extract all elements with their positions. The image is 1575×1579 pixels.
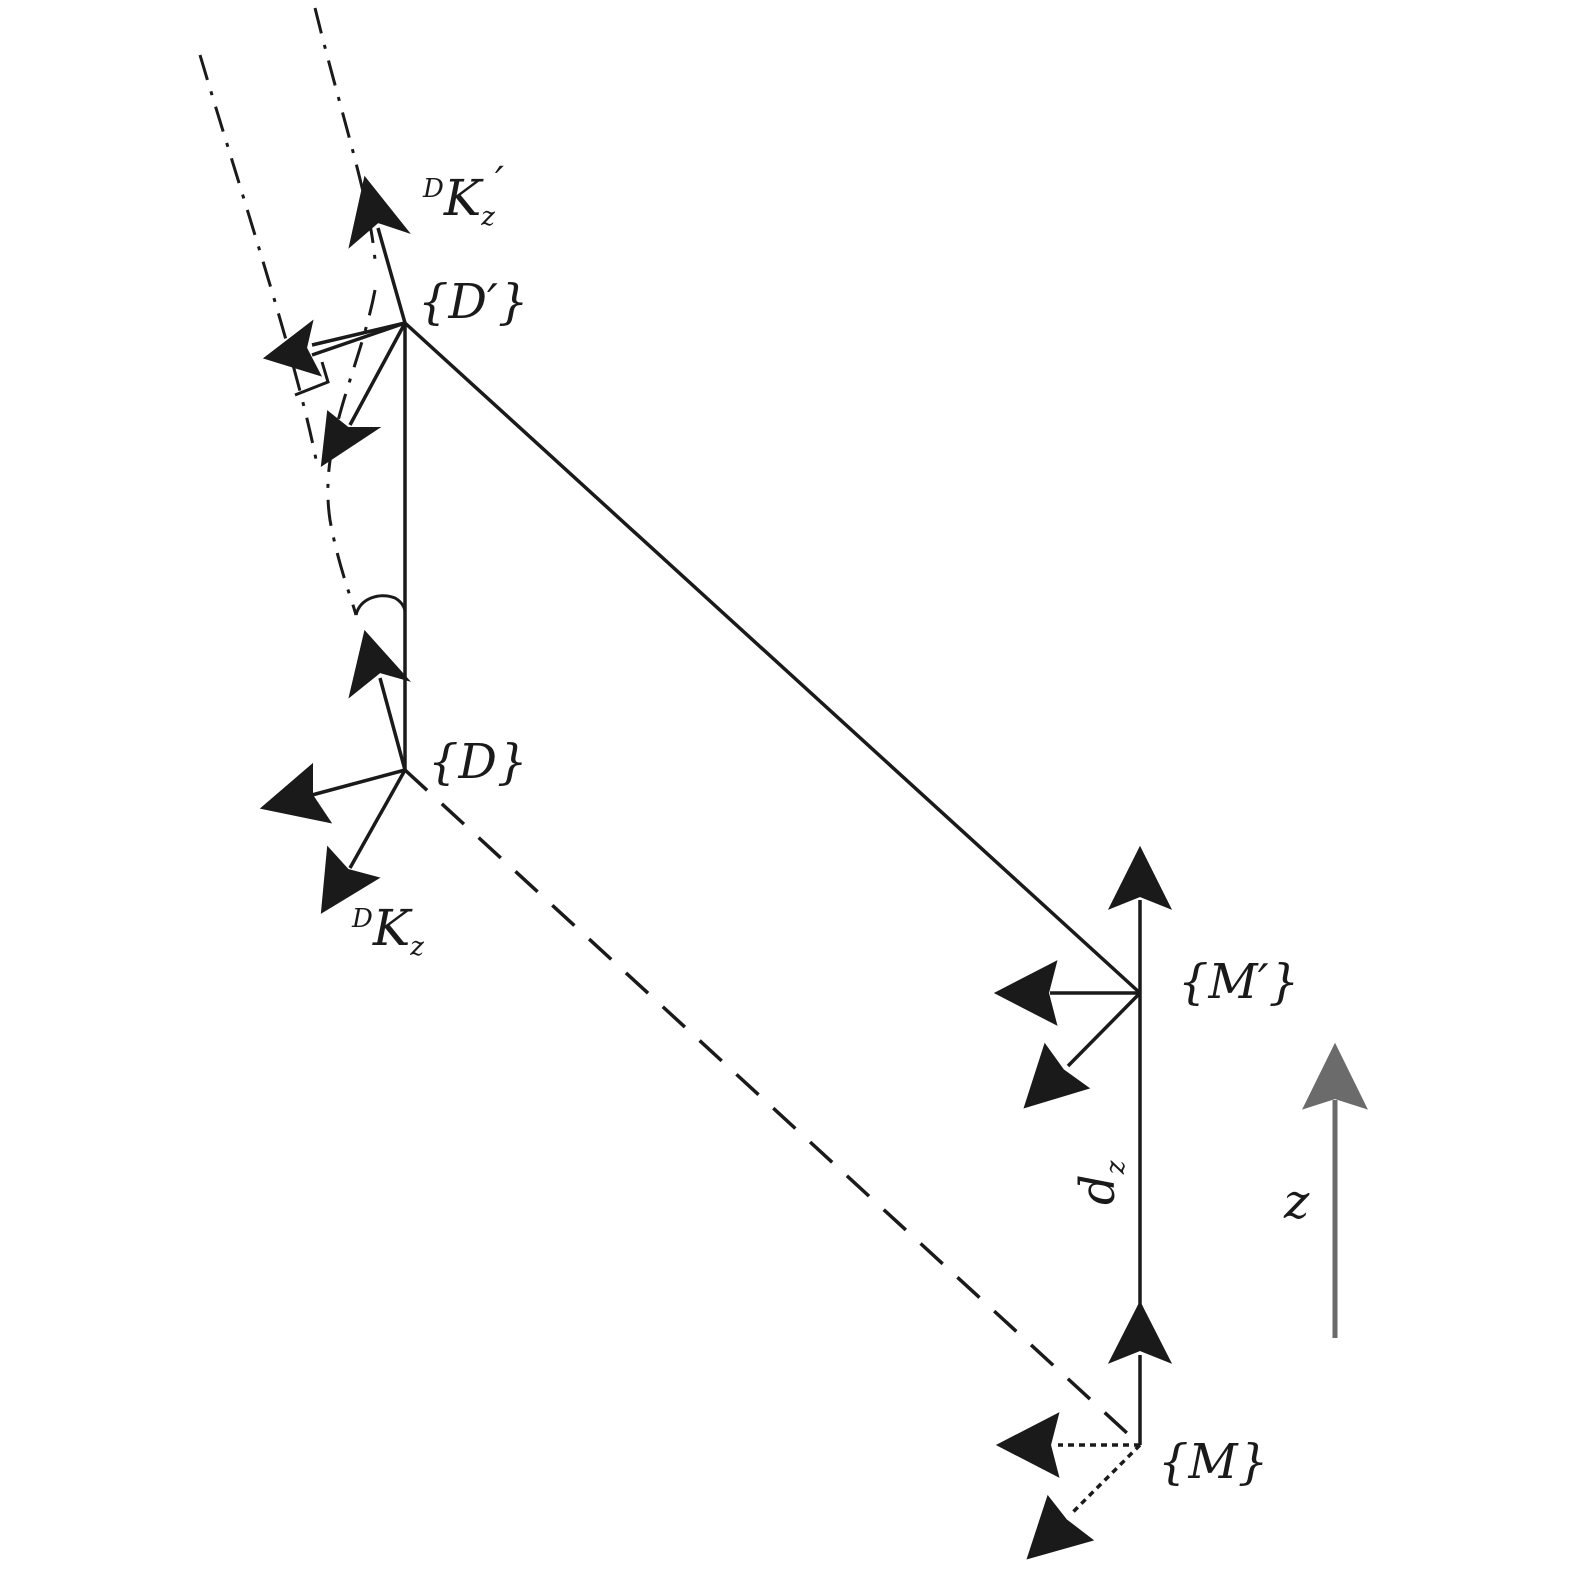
frame-d-label: {D} — [428, 734, 528, 790]
d-y-axis-shaft — [348, 769, 407, 869]
angle-arc — [354, 594, 407, 616]
kz-prime-label: DKz′ — [422, 159, 504, 232]
z-axis-label: z — [1283, 1174, 1310, 1230]
m-prime-z-axis-arrowhead — [1107, 845, 1173, 910]
m-y-axis-shaft — [1068, 1443, 1142, 1517]
kz-prime-mark: ′ — [495, 159, 504, 205]
z-direction-arrow — [1302, 1042, 1368, 1338]
d-x-axis-arrowhead — [259, 762, 333, 824]
frame-d-prime-label: {D′} — [418, 274, 528, 330]
kz-prime-main: K — [443, 169, 484, 227]
link-d-to-m-dashed — [403, 768, 1142, 1447]
d-z-axis-shaft — [378, 677, 407, 771]
kz-prime-subscript: z — [480, 202, 495, 232]
frame-m-prime-axes — [993, 845, 1173, 1109]
d-prime-y-axis-arrowhead — [320, 410, 382, 468]
d-z-axis-arrowhead — [348, 629, 412, 699]
frame-d-axes — [259, 629, 412, 914]
frame-m-axes — [995, 1300, 1173, 1560]
frame-m-prime-label: {M′} — [1178, 954, 1299, 1010]
m-prime-x-axis-arrowhead — [993, 960, 1058, 1026]
d-x-axis-shaft — [311, 768, 406, 797]
m-x-axis-arrowhead — [995, 1412, 1060, 1478]
dz-main: d — [1070, 1174, 1126, 1205]
kz-prime-superscript: D — [422, 174, 444, 204]
m-prime-y-axis-arrowhead — [1023, 1042, 1091, 1109]
kz-label: DKz — [351, 899, 424, 962]
dz-subscript: z — [1101, 1160, 1131, 1175]
frame-m-label: {M} — [1158, 1434, 1268, 1490]
inner-trajectory-curve — [313, 7, 377, 616]
d-prime-x-axis-arrowhead — [262, 319, 322, 377]
dz-label: dz — [1070, 1160, 1131, 1205]
d-y-axis-arrowhead — [320, 845, 381, 914]
kz-subscript: z — [409, 932, 424, 962]
z-direction-arrowhead — [1302, 1042, 1368, 1110]
d-prime-x-axis-shaft-2 — [311, 321, 406, 357]
d-prime-z-axis-arrowhead — [348, 175, 411, 249]
m-prime-y-axis-shaft — [1066, 991, 1142, 1068]
kz-superscript: D — [351, 904, 373, 934]
d-prime-z-axis-shaft — [376, 227, 407, 324]
kz-main: K — [372, 899, 413, 957]
outer-trajectory-curve — [198, 54, 320, 471]
d-prime-y-axis-shaft — [348, 322, 407, 426]
frame-links — [403, 321, 1142, 1447]
link-d-prime-to-m-prime — [403, 321, 1142, 995]
trajectory-curves — [198, 7, 377, 616]
right-angle-mark — [294, 361, 330, 397]
m-z-axis-arrowhead — [1107, 1300, 1173, 1364]
frame-d-prime-axes — [262, 175, 411, 468]
m-y-axis-arrowhead — [1026, 1494, 1095, 1560]
